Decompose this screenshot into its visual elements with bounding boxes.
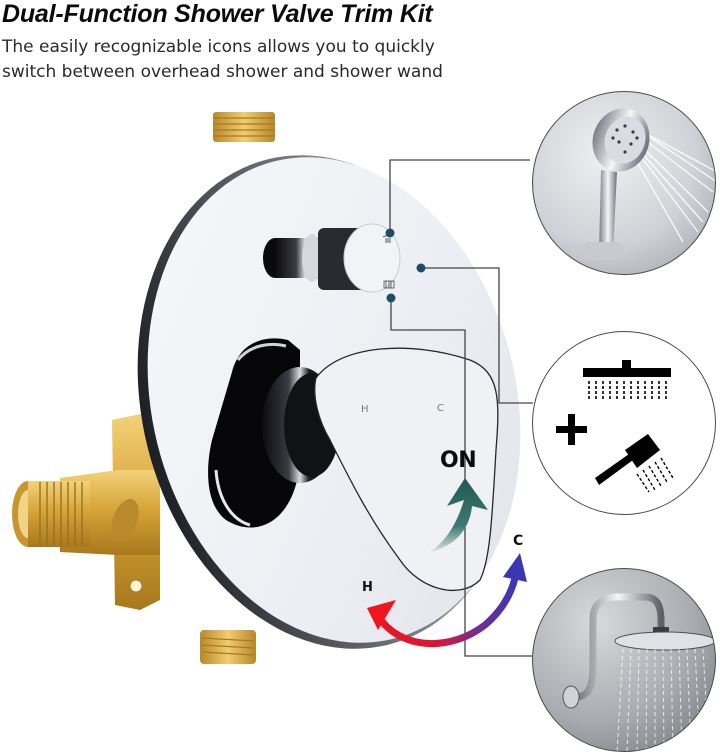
handheld-shower-mark-icon (383, 280, 395, 289)
hot-cold-arrow-icon (367, 553, 527, 647)
subtitle-line-1: The easily recognizable icons allows you… (2, 37, 435, 57)
bottom-brass-outlet (200, 630, 256, 664)
connector-dots (385, 228, 426, 303)
callout-hand-shower (532, 91, 716, 275)
diverter-knob[interactable] (263, 223, 401, 293)
callout-connectors (389, 159, 533, 657)
overhead-shower-icon (583, 360, 671, 400)
callout-overhead-shower (532, 568, 716, 752)
brass-valve-body (12, 412, 160, 610)
top-brass-outlet (213, 112, 275, 142)
plus-icon (556, 414, 587, 445)
callout-dual-icons (532, 331, 716, 515)
plate-hot-label: H (361, 404, 369, 415)
hand-shower-icon (595, 434, 674, 493)
cold-direction-label: C (513, 533, 524, 549)
on-label: ON (440, 448, 477, 473)
hand-shower-photo-icon (583, 108, 715, 260)
subtitle-line-2: switch between overhead shower and showe… (2, 62, 443, 82)
plate-cold-label: C (437, 403, 444, 414)
hot-direction-label: H (362, 580, 373, 595)
page-title: Dual-Function Shower Valve Trim Kit (2, 0, 433, 28)
rain-shower-photo-icon (562, 593, 715, 751)
on-arrow-icon (430, 478, 488, 552)
